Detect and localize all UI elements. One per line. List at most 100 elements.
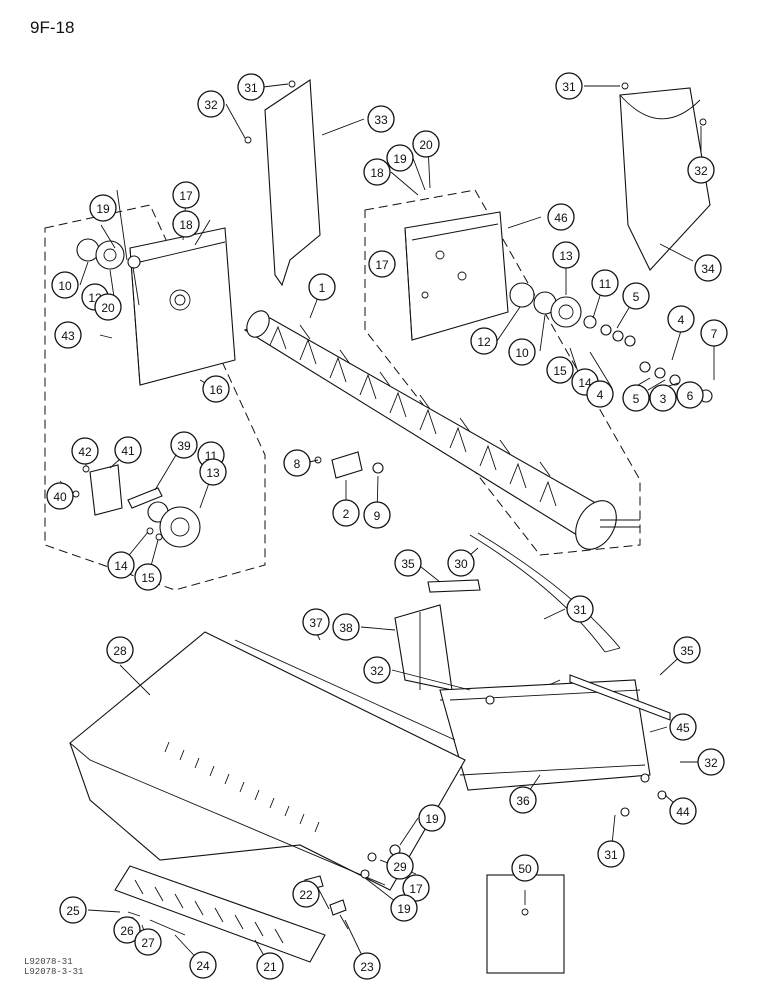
callout-number: 34 [701,262,715,276]
callout-13: 13 [552,241,580,269]
callout-circle [547,203,575,231]
callout-circle [447,549,475,577]
bracket-2 [331,451,363,479]
callout-4: 4 [667,305,695,333]
callout-number: 19 [425,812,439,826]
callout-circle [669,797,697,825]
flange-13-right [550,296,582,328]
callout-circle [597,840,625,868]
callout-labels: 3132333132341819204617191810122043161131… [46,72,728,980]
callout-number: 13 [206,466,220,480]
callout-circle [353,952,381,980]
strip-35-top [427,579,481,593]
callout-circle [546,356,574,384]
callout-circle [114,436,142,464]
kit-box-50 [486,874,565,974]
callout-circle [283,449,311,477]
callout-circle [363,656,391,684]
callout-circle [51,271,79,299]
shield-33 [264,79,321,287]
callout-number: 38 [339,621,353,635]
callout-circle [367,105,395,133]
callout-22: 22 [292,880,320,908]
callout-3: 3 [649,384,677,412]
callout-circle [622,282,650,310]
callout-18: 18 [363,158,391,186]
callout-32: 32 [363,656,391,684]
right-side-plate-assembly [364,189,713,556]
bearing-housing-41 [89,464,123,516]
callout-circle [394,549,422,577]
callout-9: 9 [363,501,391,529]
callout-number: 10 [58,279,72,293]
callout-circle [386,852,414,880]
callout-number: 5 [633,290,640,304]
callout-number: 28 [113,644,127,658]
callout-circle [402,874,430,902]
callout-17: 17 [402,874,430,902]
callout-circle [673,636,701,664]
callout-circle [511,854,539,882]
callout-circle [555,72,583,100]
callout-number: 10 [515,346,529,360]
callout-number: 20 [101,301,115,315]
callout-circle [134,928,162,956]
callout-number: 50 [518,862,532,876]
callout-5: 5 [622,282,650,310]
callout-25: 25 [59,896,87,924]
callout-number: 16 [209,383,223,397]
callout-number: 35 [680,644,694,658]
callout-number: 15 [553,364,567,378]
callout-circle [669,713,697,741]
callout-circle [591,269,619,297]
callout-31: 31 [555,72,583,100]
seal-12-right [509,282,535,308]
callout-circle [508,338,536,366]
callout-circle [172,181,200,209]
callout-circle [107,551,135,579]
callout-29: 29 [386,852,414,880]
callout-number: 19 [96,202,110,216]
flange-13-left [159,506,201,548]
callout-33: 33 [367,105,395,133]
callout-number: 41 [121,444,135,458]
callout-20: 20 [94,293,122,321]
callout-31: 31 [597,840,625,868]
callout-19: 19 [390,894,418,922]
callout-number: 23 [360,960,374,974]
callout-circle [649,384,677,412]
callout-43: 43 [54,321,82,349]
callout-27: 27 [134,928,162,956]
callout-32: 32 [697,748,725,776]
callout-number: 44 [676,805,690,819]
callout-45: 45 [669,713,697,741]
callout-number: 27 [141,936,155,950]
callout-circle [172,210,200,238]
callout-number: 9 [374,509,381,523]
callout-number: 8 [294,457,301,471]
callout-number: 37 [309,616,323,630]
callout-number: 36 [516,794,530,808]
rod-37 [234,639,456,741]
shield-34 [619,87,711,271]
callout-number: 13 [559,249,573,263]
callout-number: 19 [393,152,407,166]
callout-circle [134,563,162,591]
callout-circle [694,254,722,282]
callout-circle [202,375,230,403]
callout-10: 10 [508,338,536,366]
callout-circle [509,786,537,814]
callout-10: 10 [51,271,79,299]
callout-circle [700,319,728,347]
callout-36: 36 [509,786,537,814]
callout-31: 31 [566,595,594,623]
drawing-code-line-2: L92078-3-31 [24,967,84,977]
callout-number: 43 [61,329,75,343]
callout-number: 46 [554,211,568,225]
callout-circle [332,613,360,641]
callout-circle [94,293,122,321]
callout-7: 7 [700,319,728,347]
callout-circle [363,158,391,186]
callout-circle [676,381,704,409]
callout-40: 40 [46,482,74,510]
